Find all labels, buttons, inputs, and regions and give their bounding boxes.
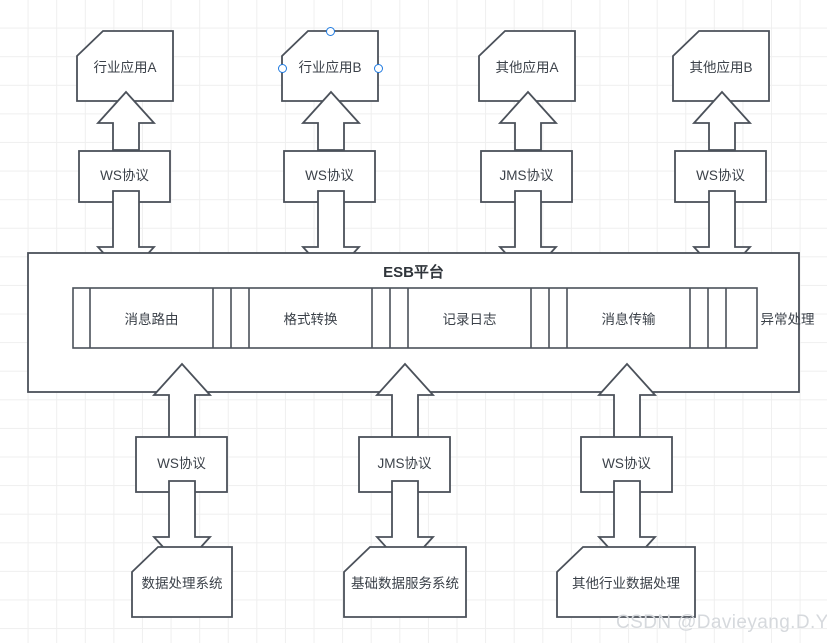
protocol-box-top-1[interactable]: WS协议: [283, 150, 376, 203]
esb-capability-bar: 消息路由 格式转换 记录日志 消息传输 异常处理: [72, 287, 815, 349]
esb-capability-1[interactable]: 格式转换: [283, 312, 338, 327]
esb-capability-0[interactable]: 消息路由: [124, 312, 179, 327]
arrow-up-app-2: [497, 90, 559, 152]
esb-title: ESB平台: [383, 264, 444, 281]
selection-handle-top[interactable]: [325, 26, 335, 36]
selection-handle-left[interactable]: [277, 63, 287, 73]
selection-handle-right[interactable]: [373, 63, 383, 73]
arrow-up-app-0: [95, 90, 157, 152]
csdn-watermark: CSDN @Davieyang.D.Y: [616, 612, 827, 633]
system-card-2[interactable]: 其他行业数据处理: [556, 546, 696, 618]
esb-capability-4[interactable]: 异常处理: [760, 312, 815, 327]
esb-capability-3[interactable]: 消息传输: [601, 312, 656, 327]
system-card-0[interactable]: 数据处理系统: [131, 546, 233, 618]
arrow-up-app-1: [300, 90, 362, 152]
arrow-up-app-3: [691, 90, 753, 152]
system-card-1[interactable]: 基础数据服务系统: [343, 546, 467, 618]
esb-capability-2[interactable]: 记录日志: [442, 312, 497, 327]
